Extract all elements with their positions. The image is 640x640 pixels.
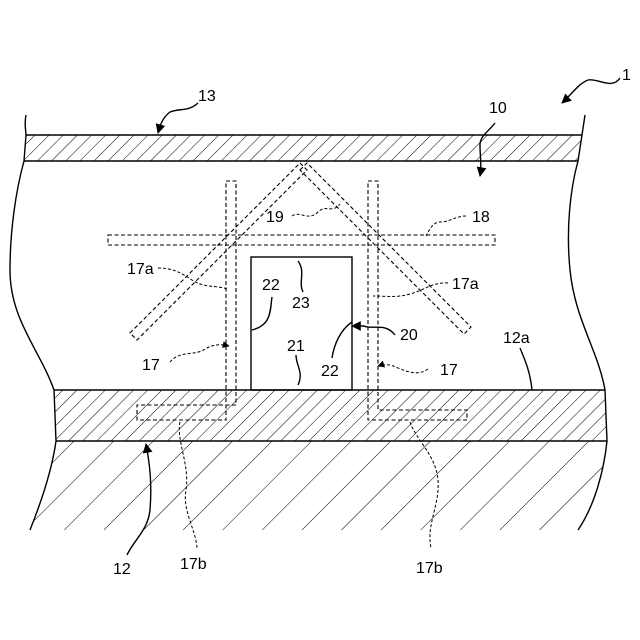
brace-left-17a (130, 163, 307, 340)
label-23: 23 (292, 295, 310, 312)
label-12a: 12a (503, 330, 530, 347)
beam-18 (108, 235, 495, 245)
floor-slab (54, 390, 607, 441)
label-17b-left: 17b (180, 556, 207, 573)
ceiling-slab (24, 135, 582, 161)
label-12: 12 (113, 561, 131, 578)
label-17-right: 17 (440, 362, 458, 379)
label-20: 20 (400, 327, 418, 344)
brace-right-17a (300, 163, 471, 334)
label-17-left: 17 (142, 357, 160, 374)
label-17a-left: 17a (127, 261, 154, 278)
column-left-17 (137, 181, 236, 420)
label-1: 1 (622, 67, 631, 84)
ground-below (30, 441, 607, 530)
label-17a-right: 17a (452, 276, 479, 293)
label-13: 13 (198, 88, 216, 105)
label-10: 10 (489, 100, 507, 117)
column-right-17 (368, 181, 467, 420)
label-21: 21 (287, 338, 305, 355)
label-18: 18 (472, 209, 490, 226)
frame-structure (108, 163, 495, 420)
label-19: 19 (266, 209, 284, 226)
label-22-left: 22 (262, 277, 280, 294)
label-22-right: 22 (321, 363, 339, 380)
label-17b-right: 17b (416, 560, 443, 577)
